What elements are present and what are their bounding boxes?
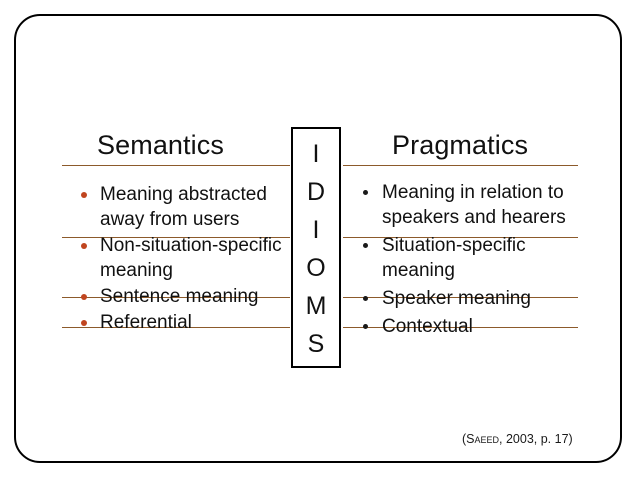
column-title-semantics: Semantics: [97, 130, 224, 160]
bullet-dot-icon: [81, 192, 87, 198]
citation-author: Saeed: [466, 432, 500, 446]
bullet-dot-icon: [363, 243, 368, 248]
column-title-pragmatics: Pragmatics: [392, 130, 529, 160]
bullet-dot-icon: [363, 296, 368, 301]
list-item: Contextual: [358, 314, 582, 339]
list-item-label: Sentence meaning: [100, 286, 259, 307]
list-item-label: Meaning in relation to speakers and hear…: [382, 182, 566, 228]
list-item-label: Referential: [100, 312, 192, 333]
divider-rule-left-2: [62, 237, 290, 238]
semantics-bullet-list: Meaning abstracted away from users Non-s…: [78, 182, 290, 336]
list-item: Non-situation-specific meaning: [78, 233, 290, 283]
bullet-dot-icon: [81, 243, 87, 249]
list-item: Speaker meaning: [358, 286, 582, 311]
list-item-label: Contextual: [382, 316, 473, 337]
divider-rule-right-1: [343, 165, 578, 166]
list-item-label: Meaning abstracted away from users: [100, 184, 267, 230]
idioms-letter: O: [306, 253, 326, 282]
citation-rest: , 2003, p. 17): [499, 432, 573, 446]
list-item: Sentence meaning: [78, 284, 290, 309]
list-item-label: Speaker meaning: [382, 288, 531, 309]
divider-rule-right-4: [343, 327, 578, 328]
list-item: Situation-specific meaning: [358, 233, 582, 283]
divider-rule-left-1: [62, 165, 290, 166]
list-item-label: Non-situation-specific meaning: [100, 235, 282, 281]
idioms-letter: M: [305, 291, 327, 320]
pragmatics-bullet-list: Meaning in relation to speakers and hear…: [358, 180, 582, 342]
source-citation: (Saeed, 2003, p. 17): [462, 432, 573, 446]
idioms-center-box: I D I O M S: [291, 127, 341, 368]
idioms-letter: I: [312, 139, 320, 168]
list-item-label: Situation-specific meaning: [382, 235, 526, 281]
list-item: Referential: [78, 310, 290, 335]
divider-rule-left-3: [62, 297, 290, 298]
idioms-letter: I: [312, 215, 320, 244]
list-item: Meaning abstracted away from users: [78, 182, 290, 232]
divider-rule-left-4: [62, 327, 290, 328]
bullet-dot-icon: [363, 324, 368, 329]
bullet-dot-icon: [81, 294, 87, 300]
citation-open-paren: (: [462, 432, 467, 446]
idioms-letter: S: [307, 329, 325, 358]
bullet-dot-icon: [81, 320, 87, 326]
slide-border-frame: [14, 14, 622, 463]
list-item: Meaning in relation to speakers and hear…: [358, 180, 582, 230]
idioms-letter: D: [306, 177, 326, 206]
divider-rule-right-3: [343, 297, 578, 298]
divider-rule-right-2: [343, 237, 578, 238]
bullet-dot-icon: [363, 190, 368, 195]
